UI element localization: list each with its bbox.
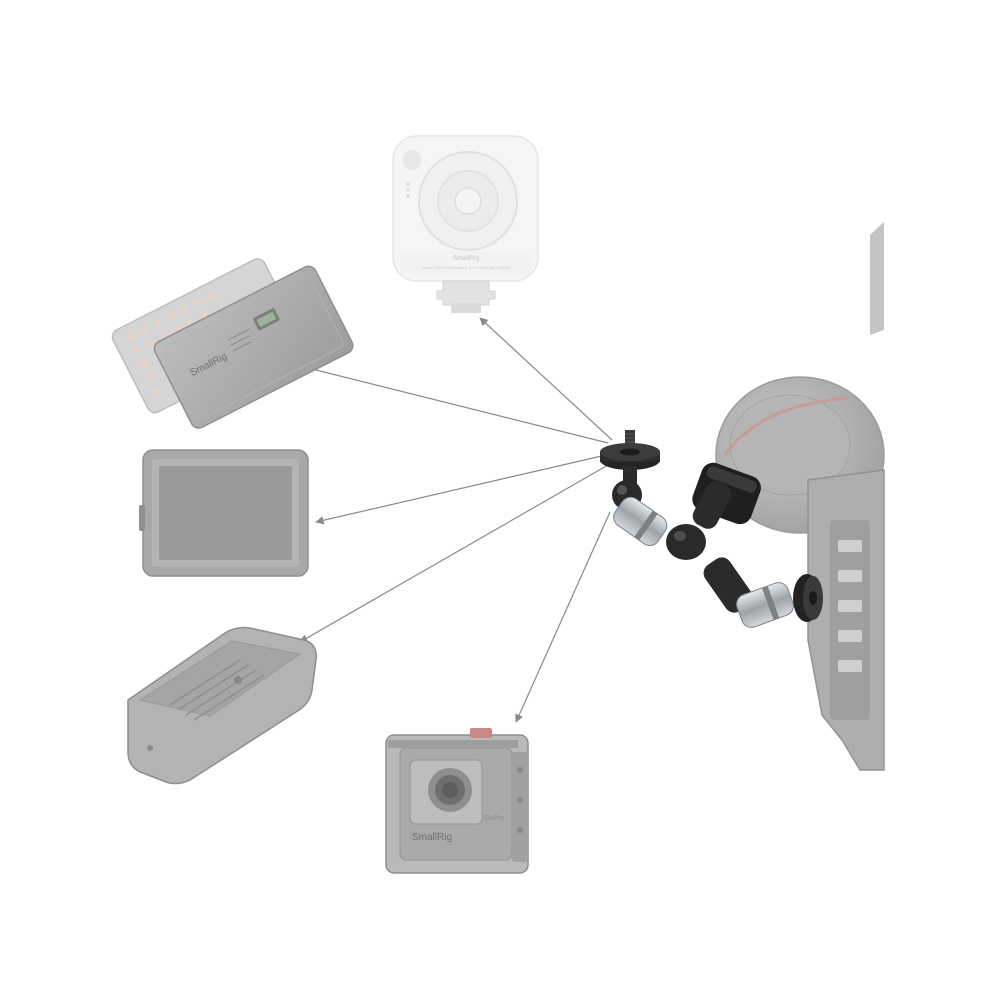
arrow-to-action-cage (515, 511, 611, 723)
field-monitor (139, 449, 309, 577)
wireless-light-brand: SmallRig (453, 255, 479, 262)
panel-light-pair: SmallRig (111, 258, 354, 429)
mounting-screw (625, 430, 635, 450)
wireless-light: SmallRig Model: RSx P100 Battery: 3.7V 2… (392, 135, 539, 313)
action-camera-cage: GoPro SmallRig (385, 728, 529, 874)
magic-arm (600, 430, 823, 628)
action-cage-brand: SmallRig (412, 832, 452, 843)
wireless-light-model-text: Model: RSx P100 Battery: 3.7V 2000mAh 6.… (422, 265, 511, 270)
arrow-to-wireless-light (479, 317, 613, 441)
arrow-to-panel-light (303, 364, 609, 444)
arrow-to-monitor (315, 454, 607, 525)
battery-plate (127, 626, 317, 785)
action-cage-device-label: GoPro (484, 815, 504, 822)
arrow-to-battery-plate (299, 464, 609, 643)
connection-arrows (299, 317, 613, 723)
